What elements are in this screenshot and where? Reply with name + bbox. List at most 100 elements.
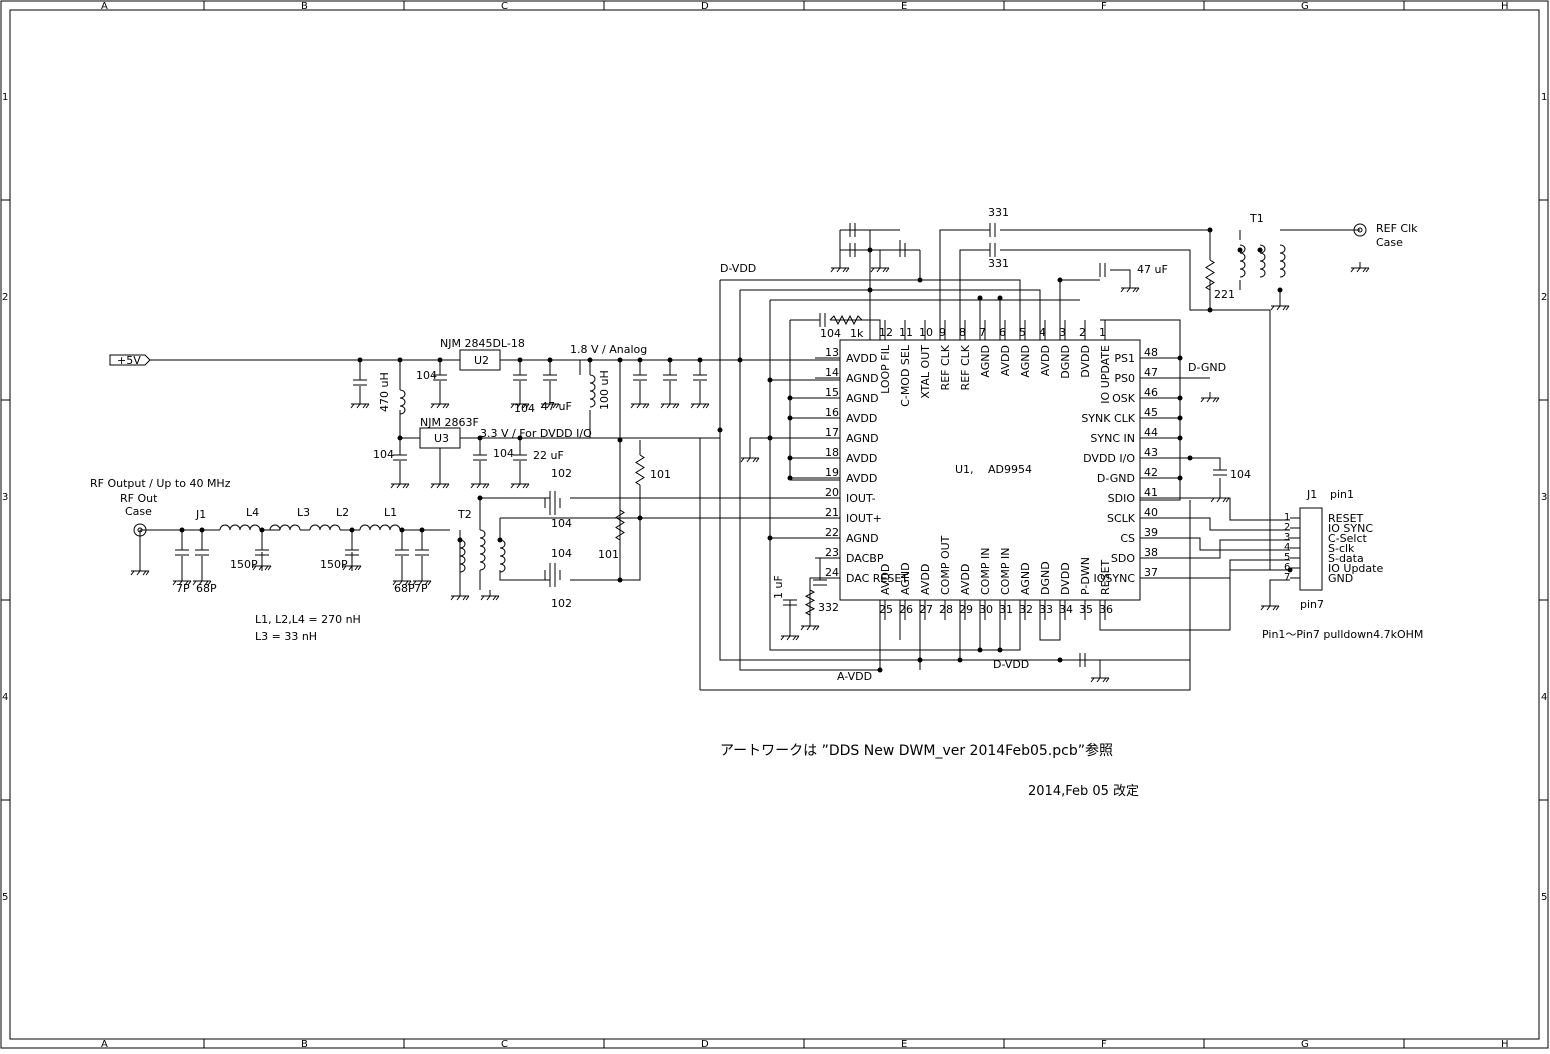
- revision-note: 2014,Feb 05 改定: [1028, 784, 1139, 799]
- junction-dot: [1057, 277, 1063, 283]
- ic-pin-number: 3: [1059, 326, 1066, 339]
- capacitor-symbol: [813, 579, 827, 586]
- capacitor-symbol: [1079, 653, 1086, 667]
- ic-pin-number: 35: [1079, 603, 1093, 616]
- ic-pin-number: 10: [919, 326, 933, 339]
- ic-pin-name: SYNC IN: [1090, 432, 1135, 445]
- capacitor-symbol: [693, 374, 707, 381]
- l2-label: L2: [336, 506, 349, 519]
- ic-pin-number: 21: [825, 506, 839, 519]
- capacitor-symbol: [849, 243, 856, 257]
- frame-row-right: 4: [1541, 692, 1547, 703]
- c150p-b-label: 150P: [320, 558, 348, 571]
- r101-b-label: 101: [598, 548, 619, 561]
- ic-pin-number: 44: [1144, 426, 1158, 439]
- c68p-a-label: 68P: [196, 582, 217, 595]
- ground-symbol: [392, 575, 412, 586]
- junction-dot: [637, 357, 643, 363]
- ic-pin-name: IOSYNC: [1093, 572, 1135, 585]
- ground-symbol: [1120, 282, 1140, 293]
- ground-symbol: [450, 590, 470, 601]
- junction-dot: [1257, 247, 1263, 253]
- a-vdd-label: A-VDD: [837, 670, 872, 683]
- serial-header-j1: J1 pin1 pin7 Pin1～Pin7 pulldown4.7kOHM 1…: [1262, 488, 1423, 641]
- junction-dot: [349, 527, 355, 533]
- c104-label-d: 104: [493, 447, 514, 460]
- ic-pin-number: 36: [1099, 603, 1113, 616]
- ic-pin-number: 20: [825, 486, 839, 499]
- capacitor-symbol: [175, 549, 189, 556]
- inductor-symbol: [269, 524, 301, 531]
- c104-label-a: 104: [416, 369, 437, 382]
- junction-dot: [877, 667, 883, 673]
- c68p-b-label: 68P: [394, 582, 415, 595]
- header-ref: J1: [1306, 488, 1317, 501]
- frame-row-right: 2: [1541, 292, 1547, 303]
- ground-symbol: [1350, 262, 1370, 273]
- frame-col-bottom: C: [501, 1039, 508, 1050]
- frame-col-top: E: [901, 1, 907, 12]
- ground-symbol: [830, 262, 850, 273]
- ic-pin-number: 31: [999, 603, 1013, 616]
- inductor-symbol: [399, 389, 406, 415]
- ic-pin-number: 23: [825, 546, 839, 559]
- capacitor-symbol: [819, 313, 826, 327]
- ic-pin-name: COMP IN: [999, 548, 1012, 595]
- l1-label: L1: [384, 506, 397, 519]
- ic-pin-number: 8: [959, 326, 966, 339]
- dvdd-rail-label: 3.3 V / For DVDD I/O: [480, 427, 592, 440]
- header-pin-number: 2: [1284, 522, 1290, 533]
- ic-pin-number: 34: [1059, 603, 1073, 616]
- rf-output-title: RF Output / Up to 40 MHz: [90, 477, 231, 490]
- frame-col-bottom: A: [101, 1039, 108, 1050]
- ground-symbol: [510, 398, 530, 409]
- frame-col-top: C: [501, 1, 508, 12]
- ic-pin-name: SCLK: [1107, 512, 1136, 525]
- ground-symbol: [430, 398, 450, 409]
- junction-dot: [1057, 657, 1063, 663]
- ic-pin-number: 45: [1144, 406, 1158, 419]
- ic-pin-number: 29: [959, 603, 973, 616]
- c102-top-label: 102: [551, 467, 572, 480]
- ic-pin-name: AVDD: [1039, 345, 1052, 376]
- ic-pin-name: DVDD: [1059, 562, 1072, 595]
- inductor-note-1: L1, L2,L4 = 270 nH: [255, 613, 361, 626]
- capacitor-symbol: [415, 549, 429, 556]
- frame-col-bottom: B: [301, 1039, 308, 1050]
- ic-pin-name: PS0: [1114, 372, 1135, 385]
- ic-pin-name: IOUT-: [846, 492, 876, 505]
- junction-dot: [497, 537, 503, 543]
- c47uf-label: 47 uF: [541, 400, 572, 413]
- frame-col-top: A: [101, 1, 108, 12]
- u3-box: [419, 427, 461, 449]
- junction-dot: [787, 455, 793, 461]
- ic-pin-name: DGND: [1039, 561, 1052, 595]
- ic-pin-number: 39: [1144, 526, 1158, 539]
- capacitor-symbol: [989, 243, 996, 257]
- t1-label: T1: [1249, 212, 1264, 225]
- ic-pin-name: DVDD: [1079, 345, 1092, 378]
- ic-pin-number: 4: [1039, 326, 1046, 339]
- junction-dot: [457, 537, 463, 543]
- analog-rail-label: 1.8 V / Analog: [570, 343, 647, 356]
- capacitor-symbol: [1099, 263, 1106, 277]
- ground-symbol: [192, 575, 212, 586]
- ref-clk-case-label: Case: [1376, 236, 1403, 249]
- ic-pin-name: AVDD: [999, 345, 1012, 376]
- u3-ref: U3: [434, 432, 449, 445]
- ic-pin-name: C-MOD SEL: [899, 344, 912, 407]
- ic-pin-name: IO UPDATE: [1099, 345, 1112, 404]
- resistor-symbol: [829, 314, 880, 326]
- header-signal: S-data: [1328, 552, 1364, 565]
- junction-dot: [1207, 227, 1213, 233]
- ground-symbol: [130, 565, 150, 576]
- r101-a-label: 101: [650, 468, 671, 481]
- junction-dot: [787, 395, 793, 401]
- junction-dot: [917, 277, 923, 283]
- junction-dot: [419, 527, 425, 533]
- header-pin-number: 1: [1284, 512, 1290, 523]
- ic-pin-name: D-GND: [1097, 472, 1135, 485]
- ic-pin-name: SDIO: [1108, 492, 1136, 505]
